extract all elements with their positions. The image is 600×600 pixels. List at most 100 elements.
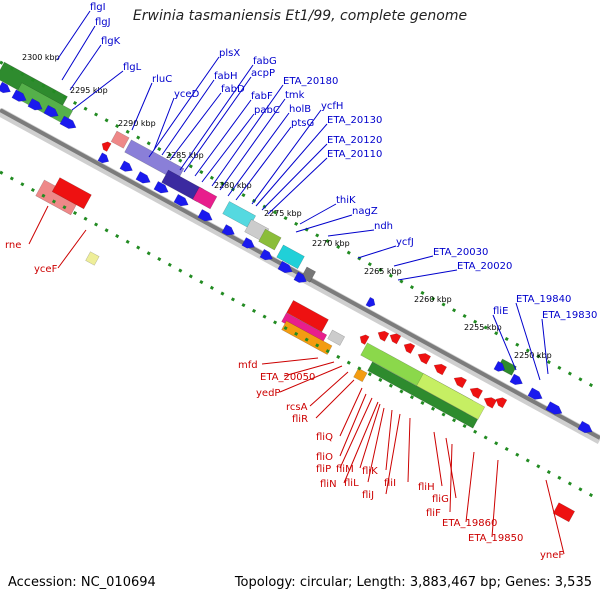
label-leader-line [397, 269, 458, 281]
label-leader-line [393, 255, 434, 267]
forward-gene-label: ETA_20020 [457, 261, 512, 272]
label-leader-line [153, 97, 175, 151]
forward-gene-arrow [197, 209, 213, 222]
reverse-gene-label: fliR [292, 414, 308, 425]
label-leader-line [339, 393, 367, 457]
forward-gene-label: pabC [254, 105, 280, 116]
forward-gene-label: ETA_19830 [542, 310, 597, 321]
label-leader-line [465, 451, 475, 523]
ruler-tick-label: 2280 kbp [214, 181, 252, 190]
reverse-gene-label: rne [5, 240, 21, 251]
forward-gene-label: ycfJ [396, 237, 414, 248]
reverse-gene-label: fliJ [362, 490, 374, 501]
reverse-gene-label: fliP [316, 464, 331, 475]
reverse-gene-label: yneF [540, 550, 564, 561]
forward-gene-arrow [527, 387, 543, 400]
genes-value: 3,535 [554, 575, 592, 590]
ruler-tick-label: 2300 kbp [22, 53, 60, 62]
forward-gene-label: tmk [285, 90, 305, 101]
reverse-gene-arrow [469, 387, 484, 399]
forward-gene-arrow [43, 104, 59, 118]
forward-gene-label: ETA_20030 [433, 247, 488, 258]
label-leader-line [491, 459, 499, 538]
reverse-gene-label: fliG [432, 494, 449, 505]
reverse-gene-label: ETA_19850 [468, 533, 523, 544]
label-leader-line [179, 64, 254, 171]
reverse-gene-label: fliI [384, 478, 396, 489]
category-block [353, 367, 368, 383]
genome-summary: Topology: circular; Length: 3,883,467 bp… [234, 575, 592, 590]
category-block [327, 329, 346, 346]
reverse-gene-label: fliN [320, 479, 337, 490]
forward-gene-label: fabH [214, 71, 238, 82]
reverse-gene-arrow [453, 376, 468, 389]
forward-gene-arrow [277, 260, 293, 274]
label-leader-line [339, 387, 363, 437]
ruler-tick-label: 2270 kbp [312, 239, 350, 248]
label-leader-line [492, 314, 517, 371]
label-leader-line [385, 413, 401, 495]
category-block [51, 177, 92, 210]
forward-gene-arrow [27, 98, 43, 111]
label-leader-line [211, 84, 284, 187]
ruler-tick-label: 2295 kbp [70, 86, 108, 95]
ruler-tick-label: 2255 kbp [464, 323, 502, 332]
forward-gene-label: ptsG [291, 118, 314, 129]
forward-gene-label: holB [289, 104, 311, 115]
forward-gene-label: ndh [374, 221, 393, 232]
ruler-tick-label: 2275 kbp [264, 209, 302, 218]
forward-gene-arrow [365, 296, 376, 308]
forward-gene-arrow [135, 171, 151, 184]
reverse-gene-arrow [377, 330, 390, 342]
forward-gene-arrow [545, 401, 563, 415]
reverse-gene-label: rcsA [286, 402, 308, 413]
forward-gene-arrow [119, 160, 133, 172]
forward-gene-label: flgK [101, 36, 121, 47]
label-leader-line [449, 443, 453, 513]
label-leader-line [261, 143, 328, 211]
reverse-gene-label: fliF [426, 508, 441, 519]
ruler-tick-label: 2285 kbp [166, 151, 204, 160]
forward-gene-arrow [241, 237, 255, 249]
category-block [552, 502, 576, 523]
gc-block [416, 373, 486, 420]
forward-gene-label: flgJ [95, 17, 111, 28]
forward-gene-arrow [293, 271, 307, 283]
forward-gene-arrow [509, 373, 523, 385]
gc-block [13, 82, 74, 126]
gc-block [367, 361, 479, 429]
label-leader-line [359, 403, 381, 469]
ruler-tick-label: 2260 kbp [414, 295, 452, 304]
forward-gene-arrow [97, 152, 110, 164]
forward-gene-label: fabG [253, 56, 277, 67]
label-leader-line [545, 479, 565, 555]
label-leader-line [515, 302, 541, 381]
label-leader-line [279, 365, 343, 393]
forward-gene-arrow [153, 180, 169, 194]
forward-gene-label: ETA_20180 [283, 76, 338, 87]
forward-gene-label: plsX [219, 48, 240, 59]
forward-gene-arrow [11, 89, 27, 102]
reverse-gene-label: fliL [344, 478, 359, 489]
category-block [281, 320, 333, 355]
forward-gene-label: acpP [251, 68, 275, 79]
label-leader-line [28, 205, 49, 245]
label-leader-line [161, 79, 215, 156]
reverse-gene-arrow [403, 343, 416, 354]
category-block [85, 251, 100, 266]
category-block [192, 186, 218, 210]
label-leader-line [251, 109, 322, 205]
reverse-gene-arrow [433, 363, 448, 376]
label-leader-line [267, 157, 328, 215]
forward-gene-label: thiK [336, 195, 356, 206]
reverse-gene-label: ETA_20050 [260, 372, 315, 383]
label-leader-line [219, 98, 286, 191]
label-leader-line [367, 407, 385, 483]
reverse-gene-arrow [389, 333, 402, 345]
forward-gene-arrow [59, 115, 77, 129]
label-leader-line [56, 10, 91, 61]
forward-gene-arrow [493, 360, 506, 372]
label-leader-line [283, 361, 335, 377]
forward-gene-arrow [173, 193, 189, 207]
